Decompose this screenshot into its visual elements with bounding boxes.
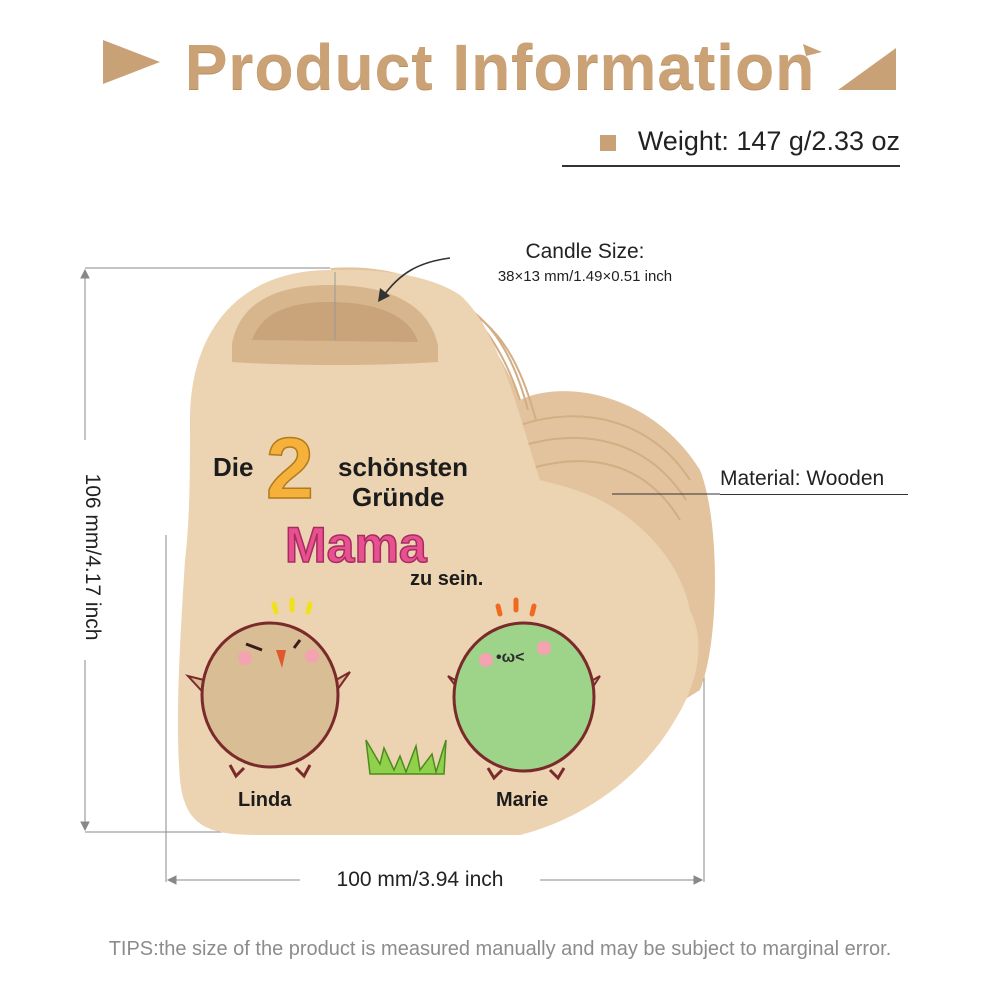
character-left bbox=[185, 597, 351, 779]
candle-slot bbox=[232, 272, 438, 365]
candle-size-value: 38×13 mm/1.49×0.51 inch bbox=[497, 268, 673, 285]
svg-text:•ω<: •ω< bbox=[496, 649, 524, 666]
tips-note: TIPS:the size of the product is measured… bbox=[108, 938, 892, 960]
triangle-decor-icon bbox=[838, 48, 896, 90]
triangle-decor-icon bbox=[803, 44, 822, 56]
square-bullet-icon bbox=[599, 134, 616, 151]
arrow-curve-icon bbox=[381, 257, 451, 299]
height-label-box: 106 mm/4.17 inch bbox=[32, 430, 152, 690]
candle-size-title: Candle Size: bbox=[525, 240, 645, 263]
page-title: Product Information bbox=[184, 31, 816, 103]
material-underline bbox=[720, 494, 908, 495]
height-label: 106 mm/4.17 inch bbox=[81, 473, 104, 641]
character-right: •ω< bbox=[447, 597, 601, 781]
grass-icon bbox=[365, 739, 447, 775]
width-label: 100 mm/3.94 inch bbox=[300, 868, 540, 892]
arrow-curve-icon bbox=[378, 288, 390, 302]
width-dimension bbox=[165, 535, 705, 885]
weight-underline bbox=[562, 165, 900, 167]
print-die: Die bbox=[213, 452, 253, 482]
weight-label: Weight: 147 g/2.33 oz bbox=[637, 126, 900, 156]
print-mama: Mama bbox=[285, 517, 428, 573]
print-line1: schönsten bbox=[338, 452, 468, 482]
material-label: Material: Wooden bbox=[720, 467, 885, 490]
weight-row: Weight: 147 g/2.33 oz bbox=[599, 126, 900, 157]
print-line3: zu sein. bbox=[410, 568, 483, 590]
name-right: Marie bbox=[496, 789, 548, 811]
print-number: 2 bbox=[266, 421, 314, 517]
triangle-decor-icon bbox=[103, 40, 160, 84]
print-line2: Gründe bbox=[352, 482, 444, 512]
name-left: Linda bbox=[238, 789, 292, 811]
